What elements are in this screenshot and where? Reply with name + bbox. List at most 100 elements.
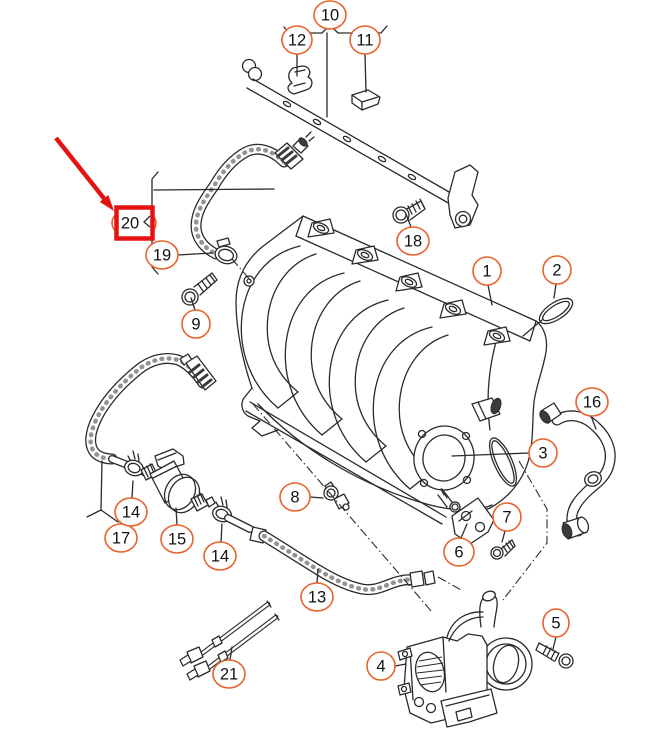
callout-4[interactable]: 4: [366, 651, 396, 681]
callout-6[interactable]: 6: [443, 537, 475, 567]
hose-clamp-19: [214, 237, 238, 265]
callout-ellipse: [366, 651, 396, 681]
callout-7[interactable]: 7: [492, 502, 522, 532]
callout-label: 14: [122, 504, 140, 522]
callout-label: 5: [551, 615, 560, 633]
callout-ellipse: [279, 482, 311, 512]
callout-ellipse: [528, 438, 558, 468]
bolt-7: [490, 539, 516, 560]
highlight-box: [114, 205, 155, 241]
callout-19[interactable]: 19: [145, 240, 179, 270]
callout-5[interactable]: 5: [542, 608, 570, 638]
leader-line: [190, 297, 196, 311]
callout-16[interactable]: 16: [575, 387, 609, 417]
callout-label: 18: [404, 233, 422, 251]
throttle-body-4: [397, 590, 533, 728]
callout-ellipse: [114, 497, 148, 527]
cable-ties-21: [179, 600, 280, 681]
callout-label: 11: [356, 32, 373, 50]
callout-label: 20: [121, 215, 139, 233]
callout-label: 12: [288, 32, 306, 50]
callout-label: 3: [538, 445, 547, 463]
valve-15: [140, 448, 216, 514]
callout-label: 1: [482, 263, 491, 281]
retainer-clip-11: [351, 89, 381, 111]
callout-label: 19: [153, 247, 171, 265]
callout-ellipse: [313, 0, 347, 30]
leader-line: [131, 480, 134, 499]
callout-ellipse: [181, 309, 211, 339]
hose-clamp-14a: [124, 450, 144, 477]
highlight-arrow-shaft: [54, 136, 109, 204]
leader-line: [405, 213, 412, 228]
callout-2[interactable]: 2: [542, 255, 572, 285]
bolt-18: [392, 198, 426, 224]
leader-line: [364, 53, 367, 93]
manifold-port-bosses: [307, 218, 511, 346]
hose-13: [224, 514, 436, 596]
bracket-tick: [143, 215, 151, 228]
intake-manifold-1: [235, 215, 548, 525]
callout-14[interactable]: 14: [203, 541, 237, 571]
callout-17[interactable]: 17: [104, 523, 138, 553]
callout-18[interactable]: 18: [396, 226, 430, 256]
highlight-arrow-head: [99, 195, 114, 211]
callout-ellipse: [575, 387, 609, 417]
leader-line: [552, 636, 557, 650]
callout-label: 17: [112, 530, 130, 548]
leader-line: [487, 284, 493, 306]
leader-line: [501, 530, 506, 543]
leader-line: [460, 523, 468, 539]
callout-label: 14: [211, 548, 229, 566]
callout-label: 13: [308, 589, 326, 607]
callout-ellipse: [492, 502, 522, 532]
alignment-lines: [231, 258, 548, 613]
callout-ellipse: [145, 240, 179, 270]
callout-13[interactable]: 13: [300, 582, 334, 612]
callout-ellipse: [300, 582, 334, 612]
hose-port-boss: [471, 397, 502, 422]
callout-label: 10: [321, 7, 339, 25]
callout-ellipse: [212, 659, 246, 689]
leader-layer: [86, 24, 597, 667]
retainer-clip-12: [287, 65, 313, 95]
callout-9[interactable]: 9: [181, 309, 211, 339]
hose-16: [539, 402, 616, 540]
leader-line: [220, 523, 223, 543]
callout-ellipse: [542, 255, 572, 285]
leader-line: [451, 452, 530, 457]
callout-label: 6: [454, 544, 463, 562]
hose-assembly-17: [85, 352, 217, 478]
leader-line: [175, 507, 178, 526]
breather-hose-20: [190, 131, 315, 260]
callout-ellipse: [472, 256, 502, 286]
leader-line: [394, 663, 407, 667]
callout-21[interactable]: 21: [212, 659, 246, 689]
callout-10[interactable]: 10: [313, 0, 347, 30]
callout-14[interactable]: 14: [114, 497, 148, 527]
gasket-ring-2: [522, 297, 574, 337]
callout-15[interactable]: 15: [160, 524, 194, 554]
leader-line: [100, 460, 103, 511]
leader-line: [316, 568, 319, 584]
leader-line: [153, 188, 275, 191]
callout-12[interactable]: 12: [281, 25, 313, 55]
annotation-layer: [54, 136, 114, 211]
callout-3[interactable]: 3: [528, 438, 558, 468]
callout-20-highlighted[interactable]: 20: [111, 205, 157, 241]
callout-11[interactable]: 11: [349, 25, 381, 55]
callout-1[interactable]: 1: [472, 256, 502, 286]
leader-line: [590, 415, 597, 430]
bolt-5: [535, 642, 574, 669]
leader-line: [177, 252, 213, 256]
throttle-flange: [413, 425, 475, 491]
sensor-8: [323, 481, 350, 511]
callout-ellipse: [104, 523, 138, 553]
callout-label: 9: [191, 316, 200, 334]
callout-label: 15: [168, 531, 186, 549]
mounting-rail-10: [241, 58, 479, 229]
leader-line: [553, 283, 557, 299]
callout-label: 16: [583, 394, 601, 412]
callout-8[interactable]: 8: [279, 482, 311, 512]
